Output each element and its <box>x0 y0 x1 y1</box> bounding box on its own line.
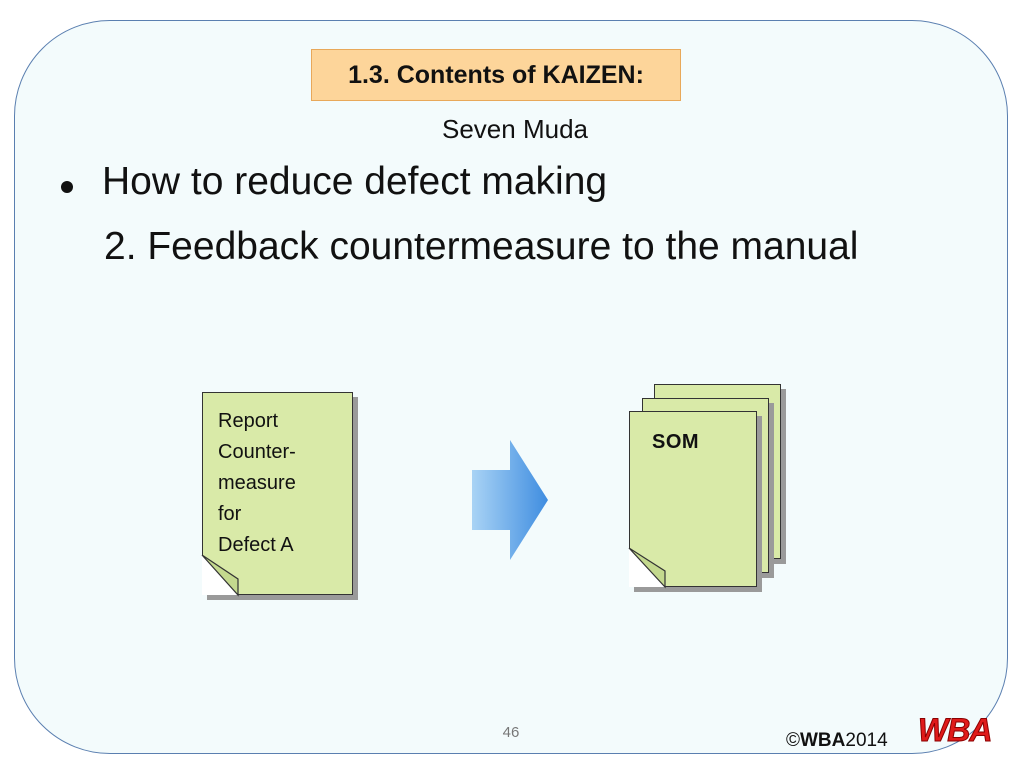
bullet-text: How to reduce defect making <box>102 160 608 203</box>
report-line: for <box>218 503 242 525</box>
copyright-year: 2014 <box>845 730 888 751</box>
som-folded-corner <box>628 547 666 589</box>
slide-frame <box>14 20 1008 754</box>
report-document <box>202 392 353 595</box>
copyright-org: WBA <box>800 730 846 751</box>
report-line: measure <box>218 472 296 494</box>
bullet-dot-icon <box>60 160 88 204</box>
slide-title-text: 1.3. Contents of KAIZEN: <box>348 60 644 89</box>
bullet-item: How to reduce defect making <box>60 160 607 204</box>
som-label: SOM <box>652 431 700 453</box>
report-folded-corner <box>201 554 239 597</box>
report-line: Report <box>218 410 279 432</box>
sub-point: 2. Feedback countermeasure to the manual <box>104 225 859 268</box>
right-arrow-icon <box>472 440 548 560</box>
copyright-symbol: © <box>786 730 800 751</box>
report-text: Report Counter- measure for Defect A <box>218 406 343 561</box>
slide-subtitle: Seven Muda <box>442 114 588 144</box>
som-document-front <box>629 411 757 587</box>
report-line: Defect A <box>218 534 294 556</box>
copyright: ©WBA2014 <box>786 730 888 752</box>
report-line: Counter- <box>218 441 296 463</box>
slide-title: 1.3. Contents of KAIZEN: <box>311 49 681 101</box>
page-number: 46 <box>502 724 520 741</box>
wba-logo: WBA <box>917 712 992 749</box>
